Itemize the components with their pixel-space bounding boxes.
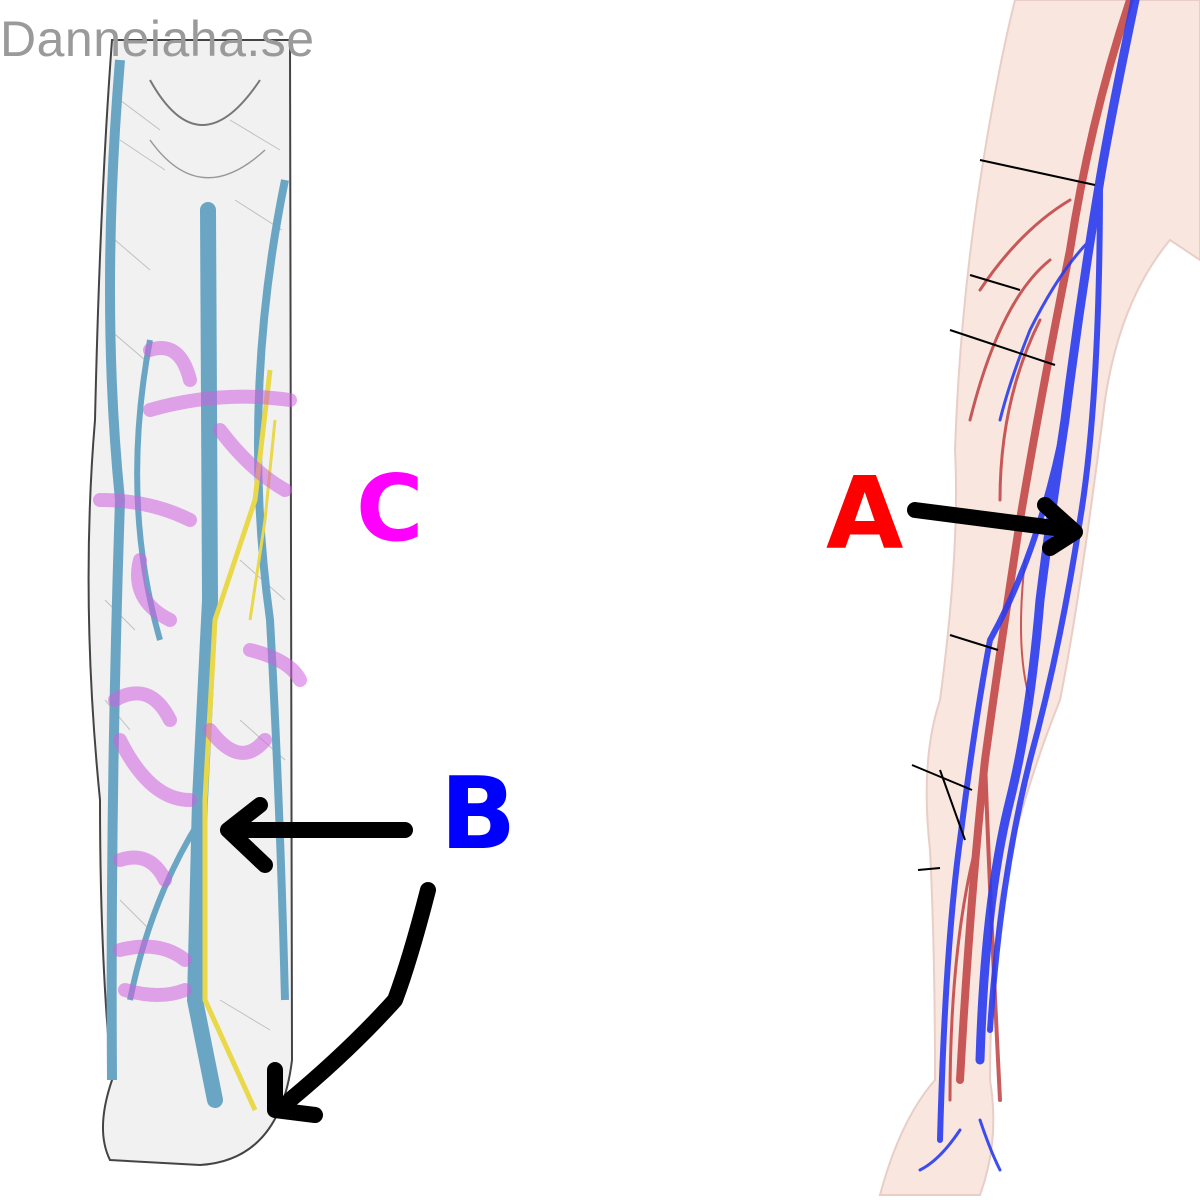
arrow-a-head	[1037, 497, 1083, 556]
arrow-b-to-ankle	[282, 882, 436, 1108]
arrow-b-ankle-head	[267, 1062, 323, 1123]
pointer-lines	[911, 159, 1096, 871]
watermark-text: Danneiaha.se	[0, 11, 315, 67]
small-saphenous-vein	[186, 202, 223, 1108]
perforator-highlights	[93, 341, 307, 1002]
label-c: C	[356, 455, 424, 562]
leg-outline	[87, 39, 294, 1167]
arrow-b-head	[220, 797, 273, 873]
label-b: B	[440, 755, 517, 872]
label-a: A	[826, 455, 904, 572]
arrow-a-to-vein	[907, 502, 1078, 538]
